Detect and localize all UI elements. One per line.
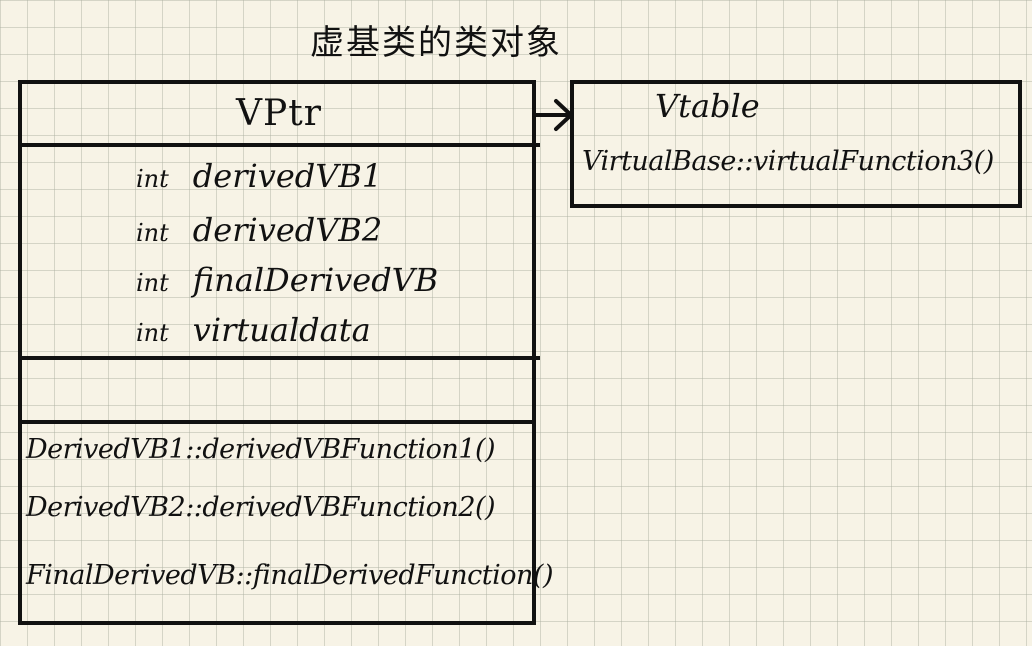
function-derivedVBFunction1: DerivedVB1::derivedVBFunction1() <box>26 434 496 465</box>
vtable-title: Vtable <box>655 87 760 125</box>
function-derivedVBFunction2: DerivedVB2::derivedVBFunction2() <box>26 492 496 523</box>
vtable-box <box>570 80 1022 208</box>
members-divider <box>18 356 540 360</box>
empty-section-divider <box>18 420 536 424</box>
member-name: finalDerivedVB <box>192 261 439 299</box>
member-type: int <box>136 269 169 297</box>
member-name: virtualdata <box>192 311 371 349</box>
member-finalDerivedVB: int finalDerivedVB <box>136 264 438 296</box>
diagram-title: 虚基类的类对象 <box>310 23 562 63</box>
member-name: derivedVB2 <box>192 211 383 249</box>
member-type: int <box>136 219 169 247</box>
member-name: derivedVB1 <box>192 157 383 195</box>
class-object-box <box>18 80 536 625</box>
member-type: int <box>136 319 169 347</box>
vptr-label: VPtr <box>236 93 322 134</box>
member-virtualdata: int virtualdata <box>136 314 371 346</box>
vtable-entry: VirtualBase::virtualFunction3() <box>582 146 994 177</box>
member-type: int <box>136 165 169 193</box>
function-finalDerivedFunction: FinalDerivedVB::finalDerivedFunction() <box>26 560 553 591</box>
member-derivedVB1: int derivedVB1 <box>136 160 382 192</box>
vptr-divider <box>18 143 540 147</box>
member-derivedVB2: int derivedVB2 <box>136 214 382 246</box>
